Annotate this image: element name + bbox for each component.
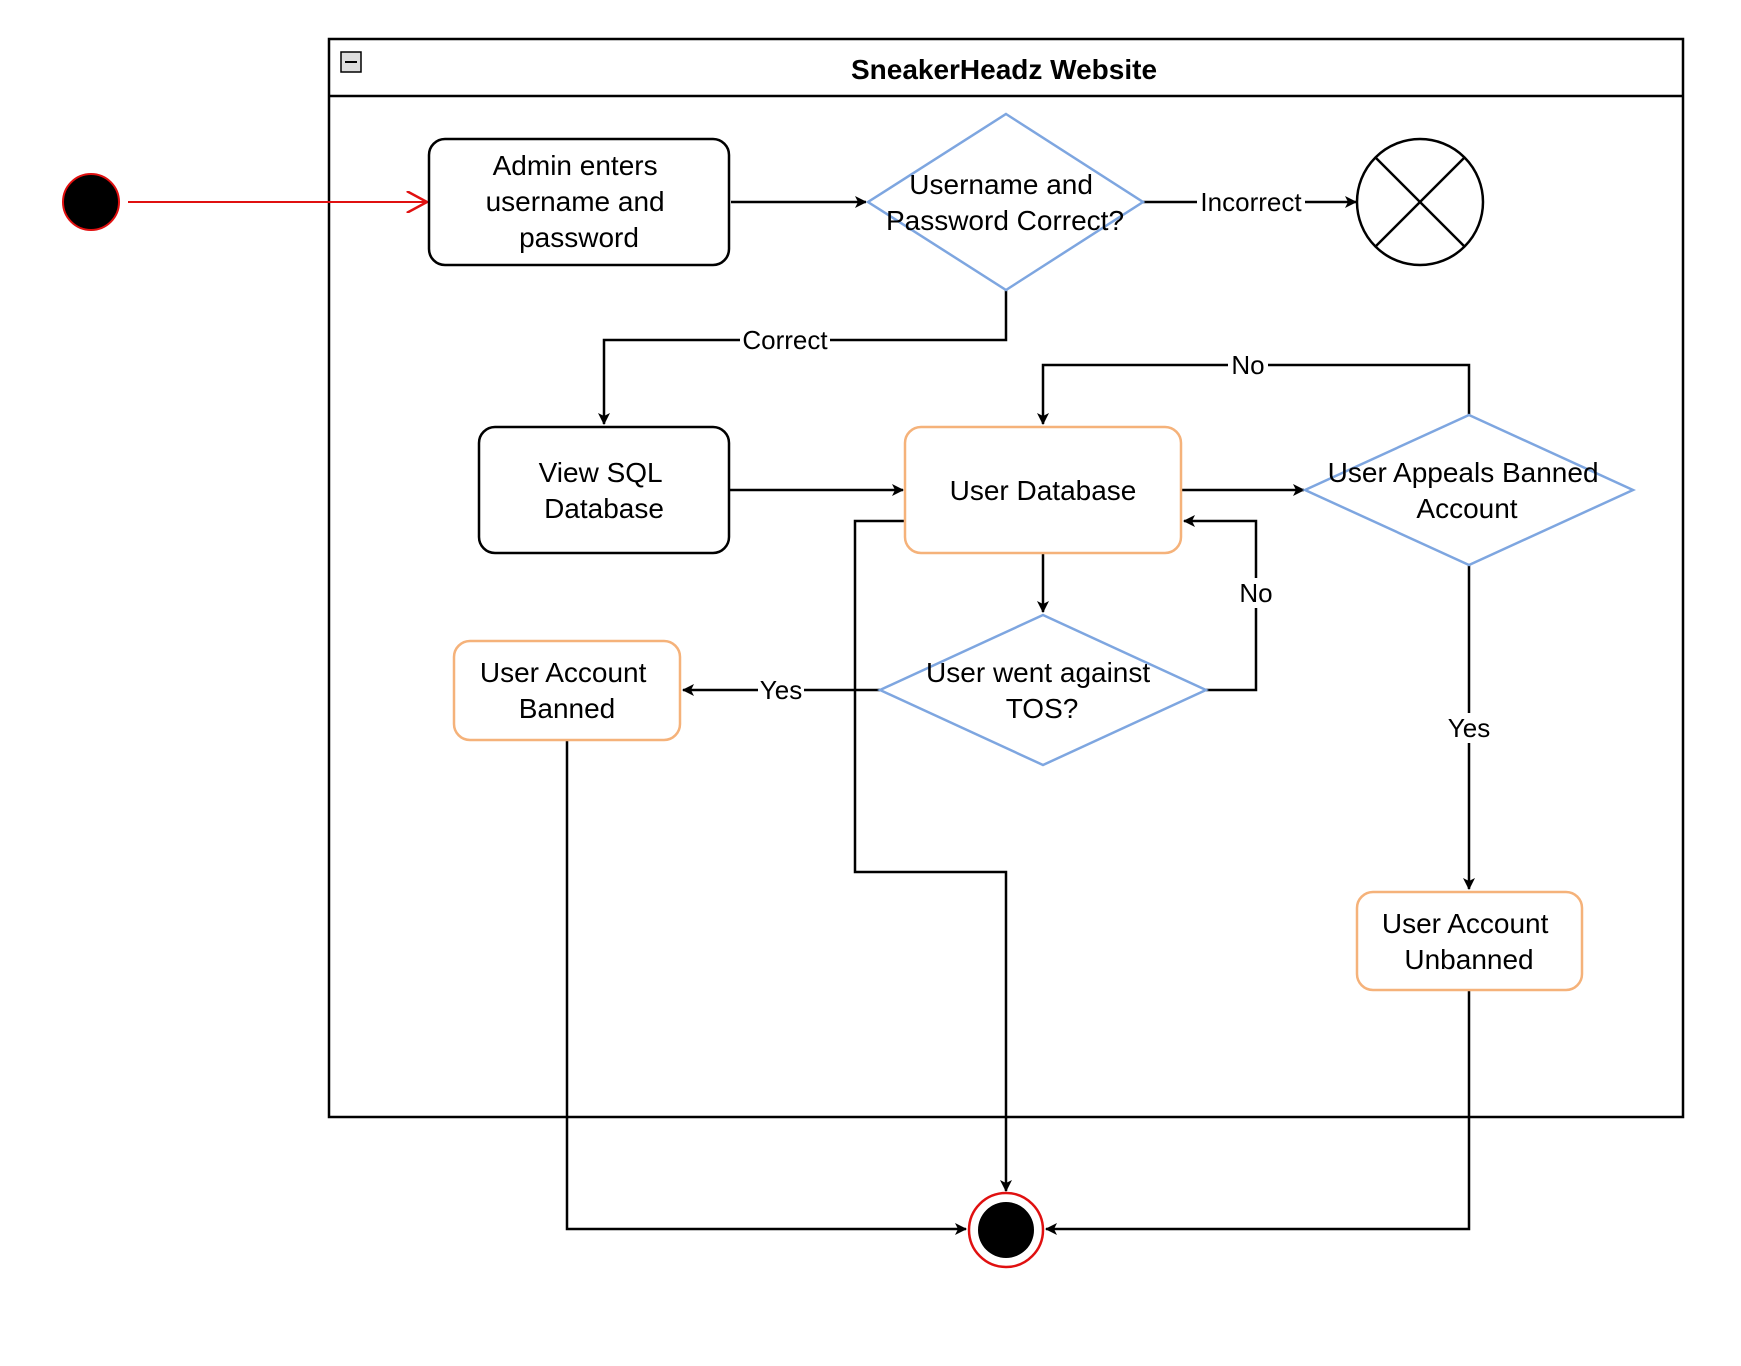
svg-text:Admin enters username an: Admin enters username and password (486, 150, 673, 253)
edge-correct (598, 288, 1008, 425)
frame-title: SneakerHeadz Website (851, 54, 1157, 85)
edge-label-tos-yes: Yes (760, 675, 802, 705)
edge-label-appeal-yes: Yes (1448, 713, 1490, 743)
appeal-decision: User Appeals Banned Account (1301, 413, 1637, 567)
edge-unbanned-to-end (1045, 990, 1471, 1235)
edge-label-appeal-no: No (1231, 350, 1264, 380)
user-database-node: User Database (903, 425, 1183, 555)
edge-labels: Incorrect Correct No No Yes Yes (740, 186, 1494, 743)
credentials-line-1: Username and (909, 169, 1093, 200)
admin-login-node: Admin enters username and password (427, 137, 731, 267)
edge-userdb-to-end (853, 519, 1012, 1192)
edge-label-tos-no: No (1239, 578, 1272, 608)
collapse-icon[interactable] (340, 51, 362, 73)
view-sql-line-2: Database (544, 493, 664, 524)
svg-text:Username and Password Co: Username and Password Correct? (886, 169, 1124, 236)
credentials-decision: Username and Password Correct? (865, 112, 1146, 292)
tos-decision: User went against TOS? (877, 613, 1209, 767)
svg-text:User went against TOS?: User went against TOS? (926, 657, 1158, 724)
edge-banned-to-end (565, 740, 967, 1235)
view-sql-node: View SQL Database (477, 425, 731, 555)
svg-text:User Appeals Banned Acco: User Appeals Banned Account (1328, 457, 1607, 524)
tos-line-2: TOS? (1006, 693, 1079, 724)
edge-label-correct: Correct (742, 325, 828, 355)
account-banned-node: User Account Banned (452, 639, 682, 742)
admin-login-line-3: password (519, 222, 639, 253)
admin-login-line-2: username and (486, 186, 665, 217)
user-database-label: User Database (950, 475, 1137, 506)
tos-line-1: User went against (926, 657, 1150, 688)
banned-line-2: Banned (519, 693, 616, 724)
unbanned-line-2: Unbanned (1404, 944, 1533, 975)
svg-text:User Account Banned: User Account Banned (480, 657, 654, 724)
appeal-line-2: Account (1416, 493, 1517, 524)
credentials-line-2: Password Correct? (886, 205, 1124, 236)
account-unbanned-node: User Account Unbanned (1355, 890, 1584, 992)
svg-text:View SQL Database: View SQL Database (539, 457, 670, 524)
edge-label-incorrect: Incorrect (1200, 187, 1302, 217)
initial-node (62, 173, 120, 231)
banned-line-1: User Account (480, 657, 647, 688)
activity-final-node (967, 1191, 1045, 1269)
appeal-line-1: User Appeals Banned (1328, 457, 1599, 488)
view-sql-line-1: View SQL (539, 457, 662, 488)
admin-login-line-1: Admin enters (493, 150, 658, 181)
svg-text:User Account Unbanned: User Account Unbanned (1382, 908, 1556, 975)
flow-final-node (1355, 137, 1485, 267)
unbanned-line-1: User Account (1382, 908, 1549, 939)
